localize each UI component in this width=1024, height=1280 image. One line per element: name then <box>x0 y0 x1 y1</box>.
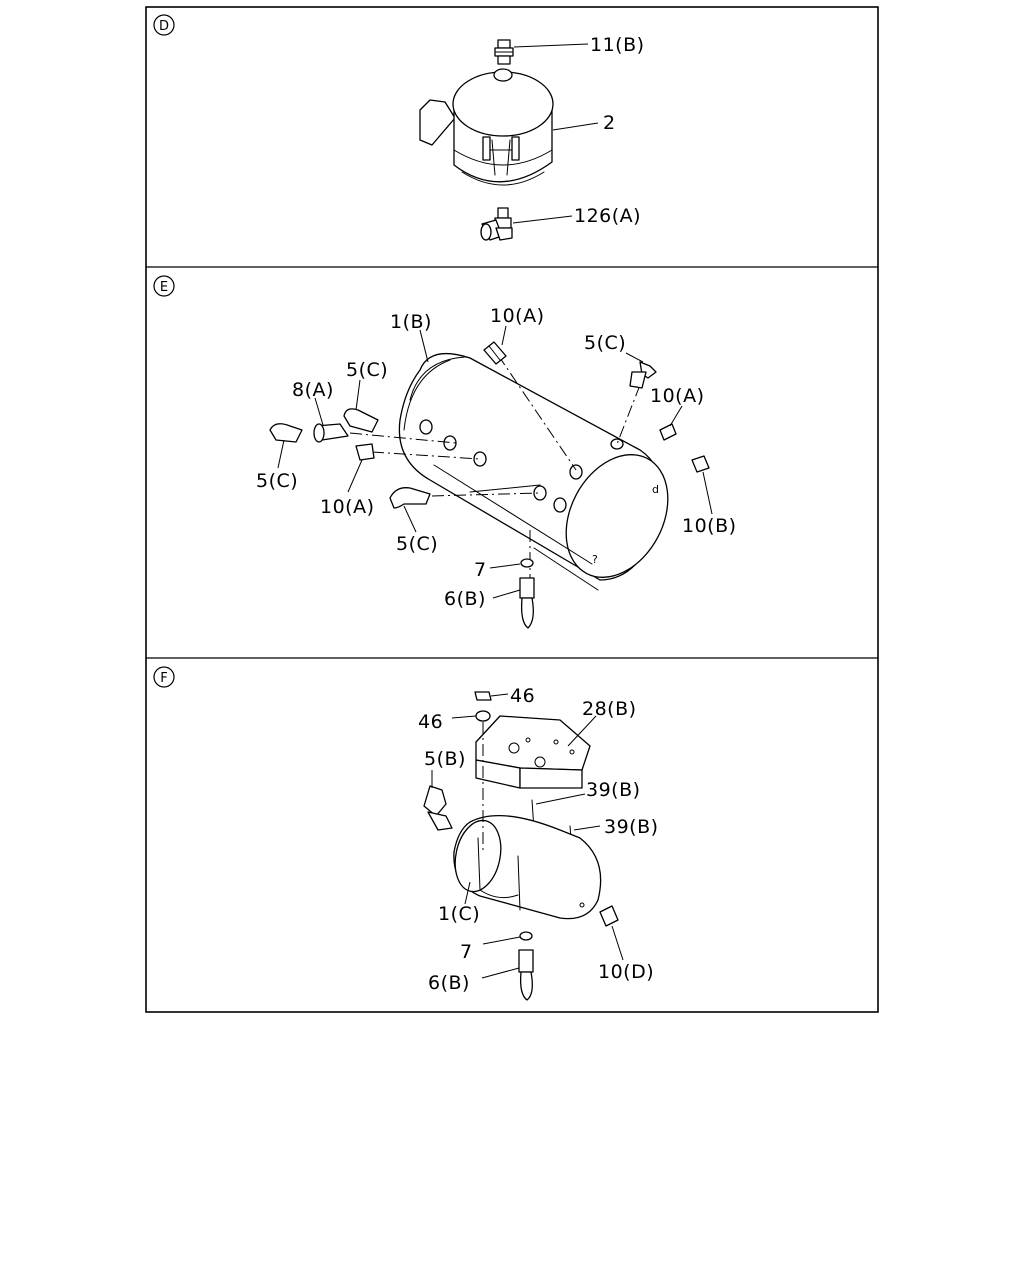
elbow-5b <box>423 785 453 831</box>
leader-7-f <box>482 936 521 945</box>
callout-5c-left: 5(C) <box>256 470 298 492</box>
callout-1c: 1(C) <box>438 903 480 925</box>
elbow-5c-top-right <box>629 361 657 389</box>
callout-2: 2 <box>603 112 616 134</box>
elbow-5c-bottom <box>389 487 431 509</box>
leader-10a-right <box>669 405 683 427</box>
leader-126a <box>512 215 573 224</box>
leader-39b-1 <box>535 793 586 805</box>
leader-8a <box>314 397 324 426</box>
section-e-marker: E <box>153 275 175 297</box>
washer-7-f <box>519 931 533 941</box>
leader-46 <box>451 715 477 719</box>
callout-10b: 10(B) <box>682 515 737 537</box>
leader-10d <box>611 925 624 961</box>
leader-1b <box>419 329 429 363</box>
leader-5c-top-right <box>625 352 644 363</box>
callout-7-e: 7 <box>474 559 487 581</box>
section-d: D <box>153 14 645 241</box>
callout-5c-top-right: 5(C) <box>584 332 626 354</box>
callout-46-top: 46 <box>510 685 535 707</box>
nut-46 <box>474 691 492 722</box>
section-f-marker: F <box>153 666 175 688</box>
callout-7-f: 7 <box>460 941 473 963</box>
leader-5c-left <box>277 439 285 469</box>
callout-126a: 126(A) <box>574 205 641 227</box>
air-tank-1b: d ? <box>398 352 669 581</box>
callout-10a-top: 10(A) <box>490 305 545 327</box>
connector-8a <box>313 423 349 443</box>
plug-10a-right <box>659 423 677 441</box>
leader-5c-top-left <box>355 379 361 411</box>
centerline-e4 <box>497 354 577 471</box>
callout-8a: 8(A) <box>292 379 334 401</box>
leader-2 <box>552 122 599 131</box>
plug-10a-top <box>483 341 507 365</box>
leader-10b <box>702 471 713 515</box>
callout-1b: 1(B) <box>390 311 432 333</box>
leader-46-top <box>490 693 509 697</box>
elbow-5c-left-top <box>343 408 379 433</box>
callout-6b-e: 6(B) <box>444 588 486 610</box>
callout-10a-right: 10(A) <box>650 385 705 407</box>
leader-10a-left <box>347 459 363 493</box>
centerline-e1 <box>349 432 457 444</box>
leader-5c-bottom <box>403 505 417 533</box>
svg-text:d: d <box>652 483 659 496</box>
centerline-e2 <box>371 451 481 460</box>
bracket-28b <box>475 715 591 789</box>
callout-5c-bottom: 5(C) <box>396 533 438 555</box>
centerline-e3 <box>431 492 541 497</box>
callout-28b: 28(B) <box>582 698 637 720</box>
callout-10a-left: 10(A) <box>320 496 375 518</box>
leader-28b <box>567 715 597 747</box>
callout-11b: 11(B) <box>590 34 645 56</box>
leader-7-e <box>489 563 521 569</box>
air-tank-1c <box>453 814 602 920</box>
callout-5b: 5(B) <box>424 748 466 770</box>
leader-6b-e <box>492 589 521 599</box>
fitting-11b <box>494 39 514 65</box>
callout-5c-top-left: 5(C) <box>346 359 388 381</box>
plug-10a-left <box>355 443 375 461</box>
section-e-letter: E <box>160 280 168 295</box>
washer-7-e <box>520 558 534 568</box>
callout-39b-1: 39(B) <box>586 779 641 801</box>
section-d-marker: D <box>153 14 175 36</box>
plug-10d <box>599 905 619 927</box>
fitting-126a <box>480 207 513 241</box>
svg-text:?: ? <box>592 553 598 566</box>
section-d-letter: D <box>159 19 169 34</box>
centerline-e5 <box>616 384 641 445</box>
dryer-canister <box>419 68 554 186</box>
leader-6b-f <box>481 967 520 979</box>
leader-10a-top <box>501 325 507 346</box>
elbow-5c-left <box>269 423 303 443</box>
leader-11b <box>513 43 589 48</box>
callout-10d: 10(D) <box>598 961 654 983</box>
plug-10b <box>691 455 710 473</box>
leader-1c <box>464 881 471 905</box>
callout-6b-f: 6(B) <box>428 972 470 994</box>
callout-39b-2: 39(B) <box>604 816 659 838</box>
callout-46: 46 <box>418 711 443 733</box>
section-f-letter: F <box>160 671 167 686</box>
fitting-6b-e <box>519 577 535 629</box>
diagram-frame <box>145 6 879 1013</box>
fitting-6b-f <box>518 949 534 1001</box>
section-f: F <box>153 666 659 1001</box>
leader-39b-2 <box>573 825 601 831</box>
section-e: E d ? <box>153 275 737 629</box>
